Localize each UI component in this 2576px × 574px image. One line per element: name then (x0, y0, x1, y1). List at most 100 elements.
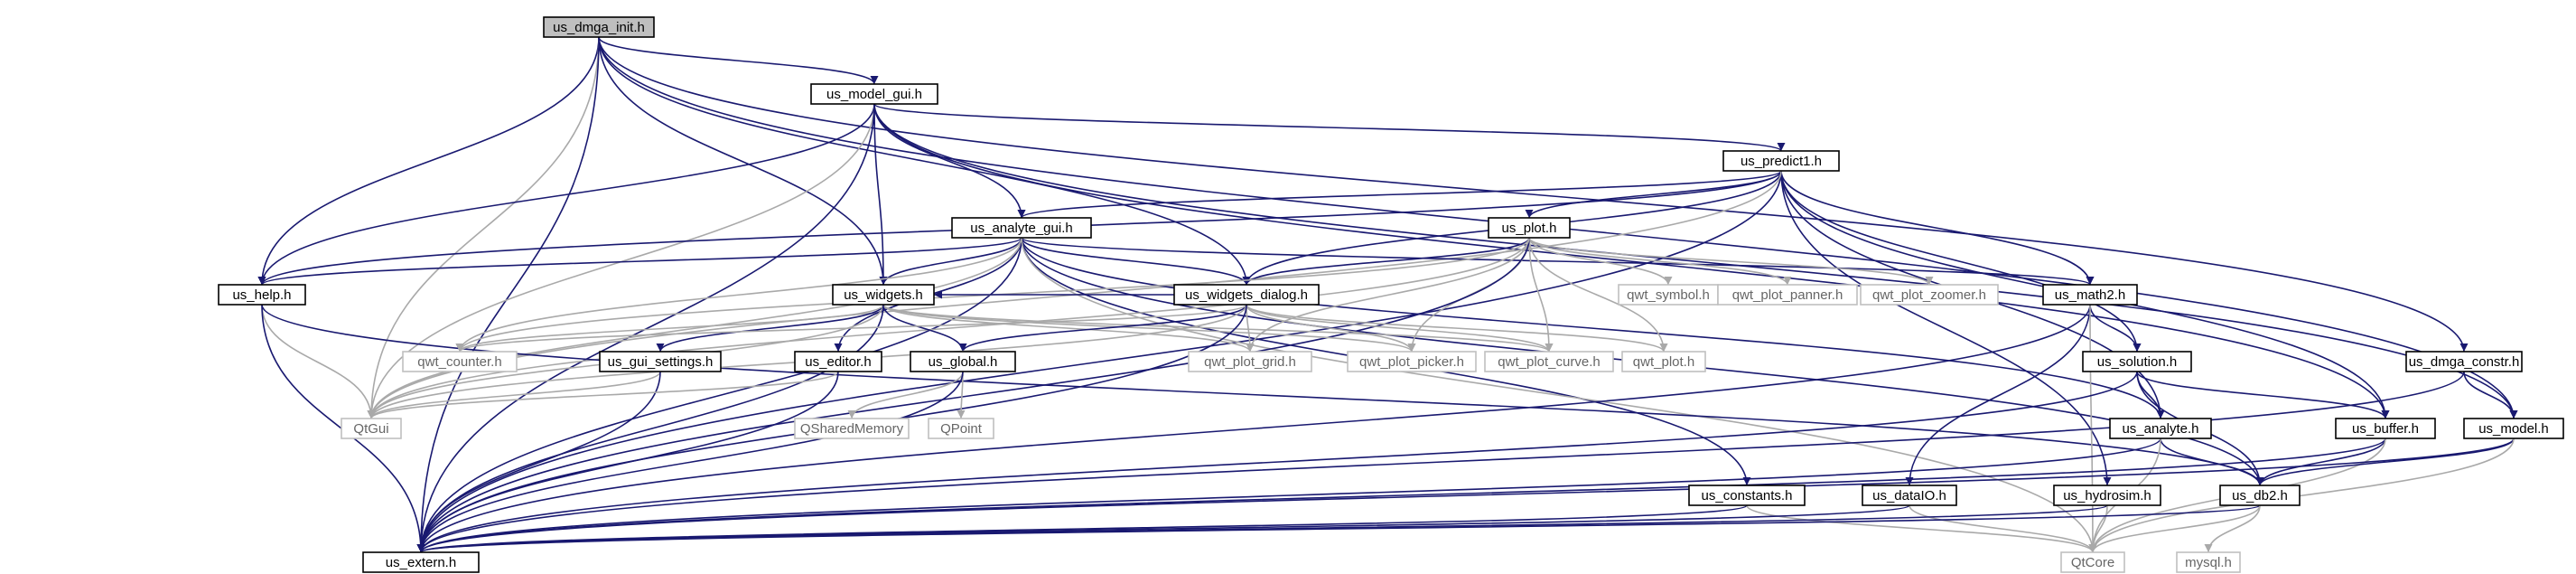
edge-db2-to-mysql (2204, 504, 2261, 553)
node-label: us_model.h (2478, 421, 2549, 437)
edge-plot-to-wdialog (1242, 237, 1530, 286)
node-math2[interactable]: us_math2.h (2042, 284, 2138, 306)
edge-modelgui-to-help (257, 103, 875, 286)
node-solution[interactable]: us_solution.h (2082, 351, 2192, 372)
edge-constants-to-extern (417, 504, 1748, 553)
edge-db2-to-extern (417, 504, 2261, 553)
node-box (1188, 351, 1312, 372)
node-box (341, 418, 402, 439)
edge-solution-to-extern (416, 371, 2138, 553)
edge-analgui-to-counter (455, 237, 1022, 353)
node-box (2176, 551, 2241, 573)
node-box (794, 351, 882, 372)
node-extern[interactable]: us_extern.h (362, 551, 480, 573)
node-dataio[interactable]: us_dataIO.h (1862, 485, 1957, 506)
node-editor[interactable]: us_editor.h (794, 351, 882, 372)
node-label: us_model_gui.h (826, 87, 922, 102)
node-box (1173, 284, 1320, 306)
node-analgui[interactable]: us_analyte_gui.h (951, 217, 1092, 239)
node-box (1688, 485, 1806, 506)
node-plot[interactable]: us_plot.h (1488, 217, 1571, 239)
node-constants[interactable]: us_constants.h (1688, 485, 1806, 506)
edge-constants-to-qtcore (1746, 504, 2097, 553)
node-box (2109, 418, 2212, 439)
edge-widgets-to-qwtcurve (882, 304, 1554, 353)
node-analyte[interactable]: us_analyte.h (2109, 418, 2212, 439)
node-label: qwt_plot.h (1633, 354, 1694, 370)
node-label: qwt_counter.h (417, 354, 501, 370)
node-box (928, 418, 994, 439)
edge-root-to-wdialog (598, 36, 1251, 286)
node-qtgui: QtGui (341, 418, 402, 439)
node-root[interactable]: us_dmga_init.h (543, 16, 655, 38)
edge-analgui-to-analyte (1021, 237, 2165, 419)
edge-help-to-qtgui (261, 304, 376, 419)
node-box (1717, 284, 1858, 306)
node-mysql: mysql.h (2176, 551, 2241, 573)
node-buffer[interactable]: us_buffer.h (2335, 418, 2436, 439)
edge-plot-to-qwtzoom (1528, 237, 1934, 286)
node-help[interactable]: us_help.h (218, 284, 306, 306)
edge-plot-to-qwtplot (1528, 237, 1668, 353)
node-wdialog[interactable]: us_widgets_dialog.h (1173, 284, 1320, 306)
node-qwtplot: qwt_plot.h (1621, 351, 1706, 372)
node-box (2335, 418, 2436, 439)
edge-plot-to-qtgui (367, 237, 1530, 419)
edge-predict1-to-math2 (1780, 170, 2095, 286)
node-label: qwt_plot_grid.h (1204, 354, 1296, 370)
node-label: QtGui (353, 421, 388, 437)
node-label: us_buffer.h (2352, 421, 2419, 437)
edge-plot-to-qwtgrid (1246, 237, 1530, 353)
edge-predict1-to-extern (416, 170, 1782, 553)
node-label: us_constants.h (1702, 488, 1793, 503)
node-box (218, 284, 306, 306)
node-hydrosim[interactable]: us_hydrosim.h (2053, 485, 2161, 506)
edge-dmgacon-to-extern (416, 371, 2465, 553)
node-label: us_plot.h (1502, 221, 1557, 236)
edge-wdialog-to-qwtpick (1246, 304, 1416, 353)
node-qwtcurve: qwt_plot_curve.h (1484, 351, 1614, 372)
node-global[interactable]: us_global.h (910, 351, 1016, 372)
node-label: us_hydrosim.h (2063, 488, 2151, 503)
node-qtcore: QtCore (2060, 551, 2125, 573)
edge-analgui-to-qtcore (1021, 237, 2097, 553)
node-modelgui[interactable]: us_model_gui.h (810, 83, 938, 105)
node-layer: us_dmga_init.h us_model_gui.h us_predict1.… (218, 16, 2564, 573)
edge-analgui-to-wdialog (1021, 237, 1251, 286)
node-box (1488, 217, 1571, 239)
node-label: us_db2.h (2232, 488, 2288, 503)
node-label: us_dmga_constr.h (2409, 354, 2520, 370)
node-db2[interactable]: us_db2.h (2219, 485, 2301, 506)
node-widgets[interactable]: us_widgets.h (832, 284, 935, 306)
node-box (543, 16, 655, 38)
edge-wdialog-to-global (958, 304, 1247, 353)
edge-wdialog-to-qwtcurve (1246, 304, 1554, 353)
edge-widgets-to-qwtpick (882, 304, 1416, 353)
node-qwtgrid: qwt_plot_grid.h (1188, 351, 1312, 372)
edge-root-to-modelgui (598, 36, 879, 85)
node-label: qwt_symbol.h (1627, 287, 1710, 303)
node-label: us_predict1.h (1741, 154, 1822, 169)
node-guiset[interactable]: us_gui_settings.h (599, 351, 722, 372)
edge-guiset-to-extern (416, 371, 661, 553)
edge-modelgui-to-predict1 (873, 103, 1786, 152)
node-label: us_dmga_init.h (553, 20, 645, 35)
node-counter: qwt_counter.h (402, 351, 518, 372)
node-dmgacon[interactable]: us_dmga_constr.h (2405, 351, 2523, 372)
node-predict1[interactable]: us_predict1.h (1722, 150, 1840, 172)
node-label: us_widgets.h (844, 287, 923, 303)
edge-root-to-extern (416, 36, 600, 553)
node-label: QSharedMemory (800, 421, 904, 437)
node-label: qwt_plot_picker.h (1359, 354, 1464, 370)
node-model[interactable]: us_model.h (2463, 418, 2564, 439)
edge-predict1-to-solution (1780, 170, 2142, 353)
edge-math2-to-extern (416, 304, 2091, 553)
edge-model-to-qtcore (2088, 438, 2515, 553)
node-label: qwt_plot_zoomer.h (1872, 287, 1986, 303)
edge-model-to-db2 (2255, 438, 2515, 486)
edge-global-to-extern (416, 371, 964, 553)
edge-solution-to-analyte (2136, 371, 2165, 419)
node-box (2042, 284, 2138, 306)
edge-predict1-to-hydrosim (1780, 170, 2112, 486)
